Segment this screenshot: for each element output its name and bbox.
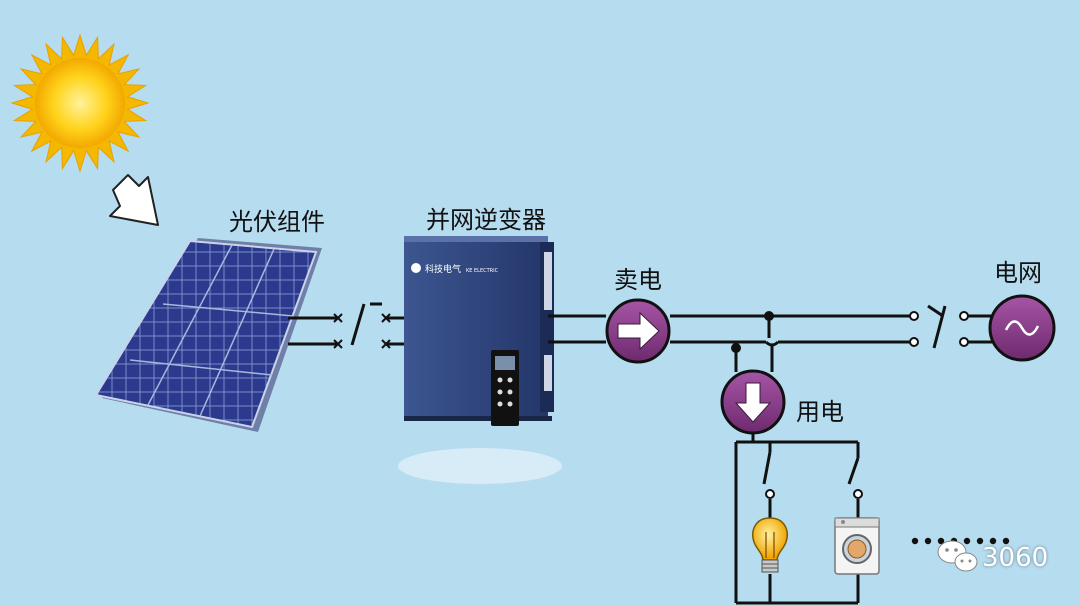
washing-machine-icon xyxy=(834,517,880,575)
use-meter xyxy=(720,369,786,435)
load-switch-contacts xyxy=(765,489,863,499)
grid-label: 电网 xyxy=(994,259,1042,287)
inverter-label: 并网逆变器 xyxy=(426,206,546,234)
sunlight-arrow-icon xyxy=(109,174,159,226)
grid-icon xyxy=(988,294,1056,362)
light-bulb-icon xyxy=(752,517,788,573)
sell-meter xyxy=(605,298,671,364)
junction-dot xyxy=(764,311,774,321)
ac-wave-icon xyxy=(1004,320,1040,336)
watermark: 3060 xyxy=(982,543,1049,573)
right-arrow-icon xyxy=(617,311,660,351)
sun-icon xyxy=(10,33,150,173)
down-arrow-icon xyxy=(734,382,772,423)
junction-dot xyxy=(731,343,741,353)
inverter-icon: 科技电气 KE ELECTRIC xyxy=(398,236,562,484)
dc-switch-contacts xyxy=(333,313,391,349)
sell-label: 卖电 xyxy=(614,266,662,294)
solar-panel-icon xyxy=(94,238,322,432)
inverter-brand-sub: KE ELECTRIC xyxy=(466,268,499,274)
load-circuit xyxy=(734,433,860,605)
dc-wires xyxy=(288,302,408,346)
inverter-brand: 科技电气 xyxy=(425,263,461,275)
use-label: 用电 xyxy=(796,398,844,426)
pv-module-label: 光伏组件 xyxy=(229,208,325,236)
grid-switch-contacts xyxy=(909,311,969,347)
wechat-icon xyxy=(937,540,978,572)
sun-disc xyxy=(35,58,125,148)
